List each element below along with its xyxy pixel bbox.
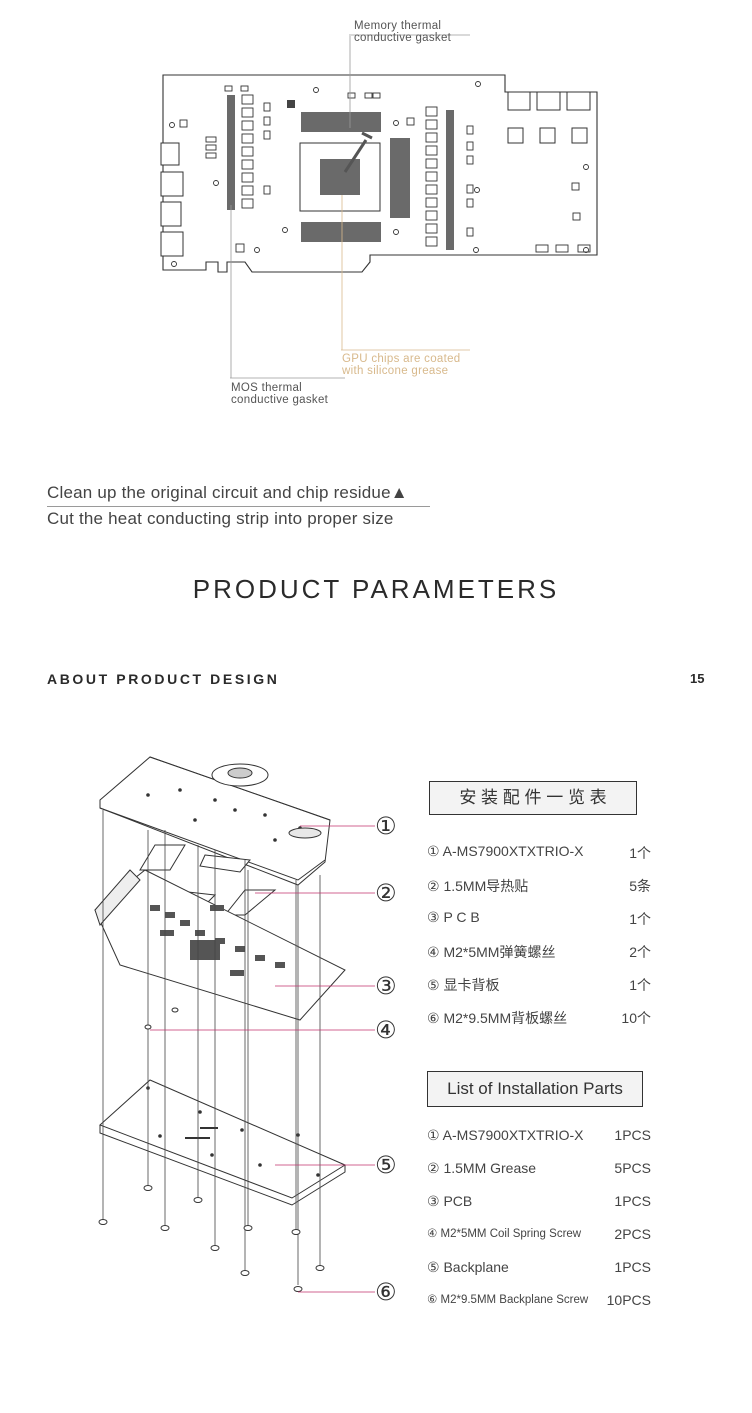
parts-en-row: ④ M2*5MM Coil Spring Screw 2PCS (427, 1226, 651, 1244)
callout-number-2: ② (375, 880, 397, 907)
instruction-divider (47, 506, 430, 507)
part-qty: 10PCS (606, 1292, 651, 1308)
mos-gasket-callout: MOS thermal conductive gasket (231, 382, 329, 406)
parts-cn-row: ⑤ 显卡背板 1个 (427, 975, 651, 993)
part-name: ② 1.5MM Grease (427, 1160, 537, 1176)
page-heading: PRODUCT PARAMETERS (192, 574, 560, 604)
callout-number-3: ③ (375, 973, 397, 1000)
gpu-grease-callout: GPU chips are coated with silicone greas… (342, 353, 461, 377)
exploded-assembly-diagram (94, 756, 375, 1293)
part-name: ③ P C B (427, 909, 480, 925)
part-qty: 5PCS (614, 1160, 651, 1176)
callout-number-6: ⑥ (375, 1279, 397, 1306)
part-name: ⑤ 显卡背板 (427, 977, 500, 993)
memory-gasket-callout: Memory thermal conductive gasket (354, 20, 452, 44)
parts-en-title: List of Installation Parts (427, 1071, 643, 1107)
parts-cn-title: 安 装 配 件 一 览 表 (429, 781, 637, 815)
callout-number-1: ① (375, 813, 397, 840)
parts-cn-row: ② 1.5MM导热贴 5条 (427, 876, 651, 894)
parts-en-row: ① A-MS7900XTXTRIO-X 1PCS (427, 1127, 651, 1145)
part-name: ⑥ M2*9.5MM背板螺丝 (427, 1010, 568, 1026)
part-name: ⑥ M2*9.5MM Backplane Screw (427, 1294, 589, 1306)
instruction-line-2: Cut the heat conducting strip into prope… (47, 509, 394, 528)
part-name: ⑤ Backplane (427, 1259, 509, 1275)
part-qty: 2个 (629, 944, 651, 960)
parts-cn-row: ③ P C B 1个 (427, 909, 651, 927)
instruction-line-1: Clean up the original circuit and chip r… (47, 483, 408, 502)
part-qty: 1个 (629, 845, 651, 861)
part-name: ④ M2*5MM弹簧螺丝 (427, 944, 556, 960)
callout-number-4: ④ (375, 1017, 397, 1044)
part-qty: 1PCS (614, 1259, 651, 1275)
parts-en-row: ② 1.5MM Grease 5PCS (427, 1160, 651, 1178)
parts-en-row: ③ PCB 1PCS (427, 1193, 651, 1211)
parts-cn-row: ① A-MS7900XTXTRIO-X 1个 (427, 843, 651, 861)
part-name: ④ M2*5MM Coil Spring Screw (427, 1228, 582, 1240)
pcb-top-diagram (160, 34, 598, 379)
part-qty: 1个 (629, 911, 651, 927)
parts-en-row: ⑤ Backplane 1PCS (427, 1259, 651, 1277)
section-subheading: ABOUT PRODUCT DESIGN (47, 671, 280, 687)
part-qty: 1PCS (614, 1193, 651, 1209)
callout-number-5: ⑤ (375, 1152, 397, 1179)
part-qty: 1个 (629, 977, 651, 993)
part-qty: 5条 (629, 878, 651, 894)
part-name: ③ PCB (427, 1193, 473, 1209)
part-name: ② 1.5MM导热贴 (427, 878, 529, 894)
part-qty: 1PCS (614, 1127, 651, 1143)
part-name: ① A-MS7900XTXTRIO-X (427, 1127, 584, 1143)
part-qty: 10个 (621, 1010, 651, 1026)
part-name: ① A-MS7900XTXTRIO-X (427, 843, 584, 859)
parts-cn-row: ④ M2*5MM弹簧螺丝 2个 (427, 942, 651, 960)
part-qty: 2PCS (614, 1226, 651, 1242)
parts-en-row: ⑥ M2*9.5MM Backplane Screw 10PCS (427, 1292, 651, 1310)
page-number: 15 (690, 671, 705, 686)
parts-cn-row: ⑥ M2*9.5MM背板螺丝 10个 (427, 1008, 651, 1026)
